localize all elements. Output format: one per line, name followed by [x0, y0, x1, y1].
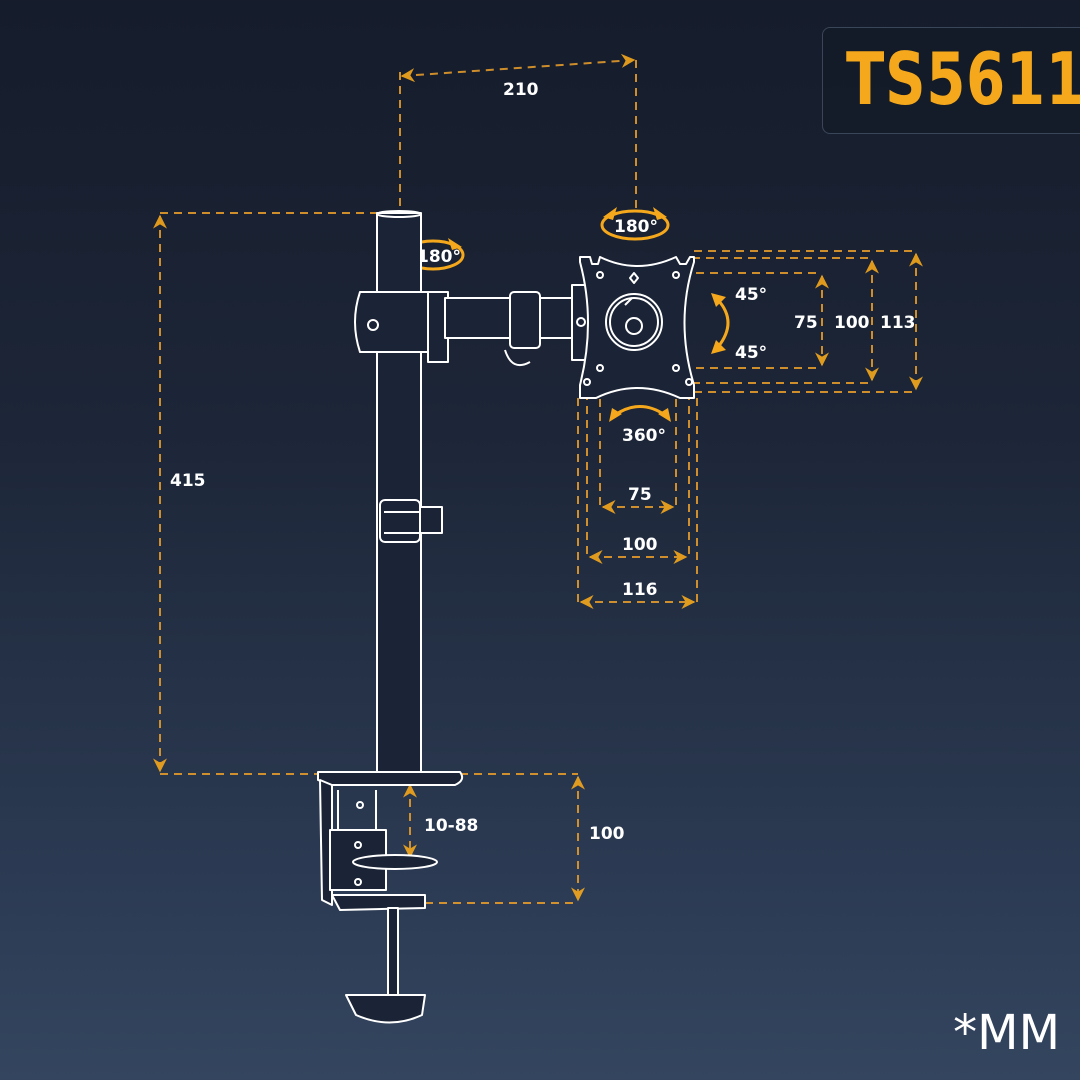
vesa-vertical-dimensions: 75 100 113	[682, 250, 923, 393]
tilt-up-label: 45°	[735, 285, 767, 305]
vesa-height-small-label: 75	[794, 313, 818, 333]
rotation-indicator: 360°	[609, 405, 671, 446]
desk-thickness-label: 10-88	[424, 816, 478, 836]
desk-clamp	[317, 771, 464, 1024]
arm-reach-label: 210	[503, 80, 539, 100]
plate-width-label: 116	[622, 580, 658, 600]
vesa-horizontal-dimensions: 75 100 116	[577, 385, 698, 609]
vesa-height-large-label: 100	[834, 313, 870, 333]
clamp-dimensions: 10-88 100	[403, 773, 625, 904]
unit-label: *MM	[953, 1005, 1060, 1061]
vesa-width-small-label: 75	[628, 485, 652, 505]
tilt-indicator: 45° 45°	[711, 285, 767, 363]
rotation-label: 360°	[622, 426, 666, 446]
clamp-height-label: 100	[589, 824, 625, 844]
pole-height-dimension: 415	[153, 212, 380, 775]
tilt-down-label: 45°	[735, 343, 767, 363]
vesa-width-large-label: 100	[622, 535, 658, 555]
model-badge	[822, 27, 1080, 134]
pole-swivel-label: 180°	[417, 247, 461, 267]
vesa-plate	[579, 256, 695, 399]
head-swivel-indicator: 180°	[600, 207, 670, 241]
cable-clip	[379, 499, 443, 543]
model-name: TS5611	[846, 37, 1080, 121]
pole-height-label: 415	[170, 471, 206, 491]
head-swivel-label: 180°	[614, 217, 658, 237]
arm	[354, 284, 589, 366]
plate-height-label: 113	[880, 313, 916, 333]
arm-reach-dimension: 210	[399, 53, 637, 212]
